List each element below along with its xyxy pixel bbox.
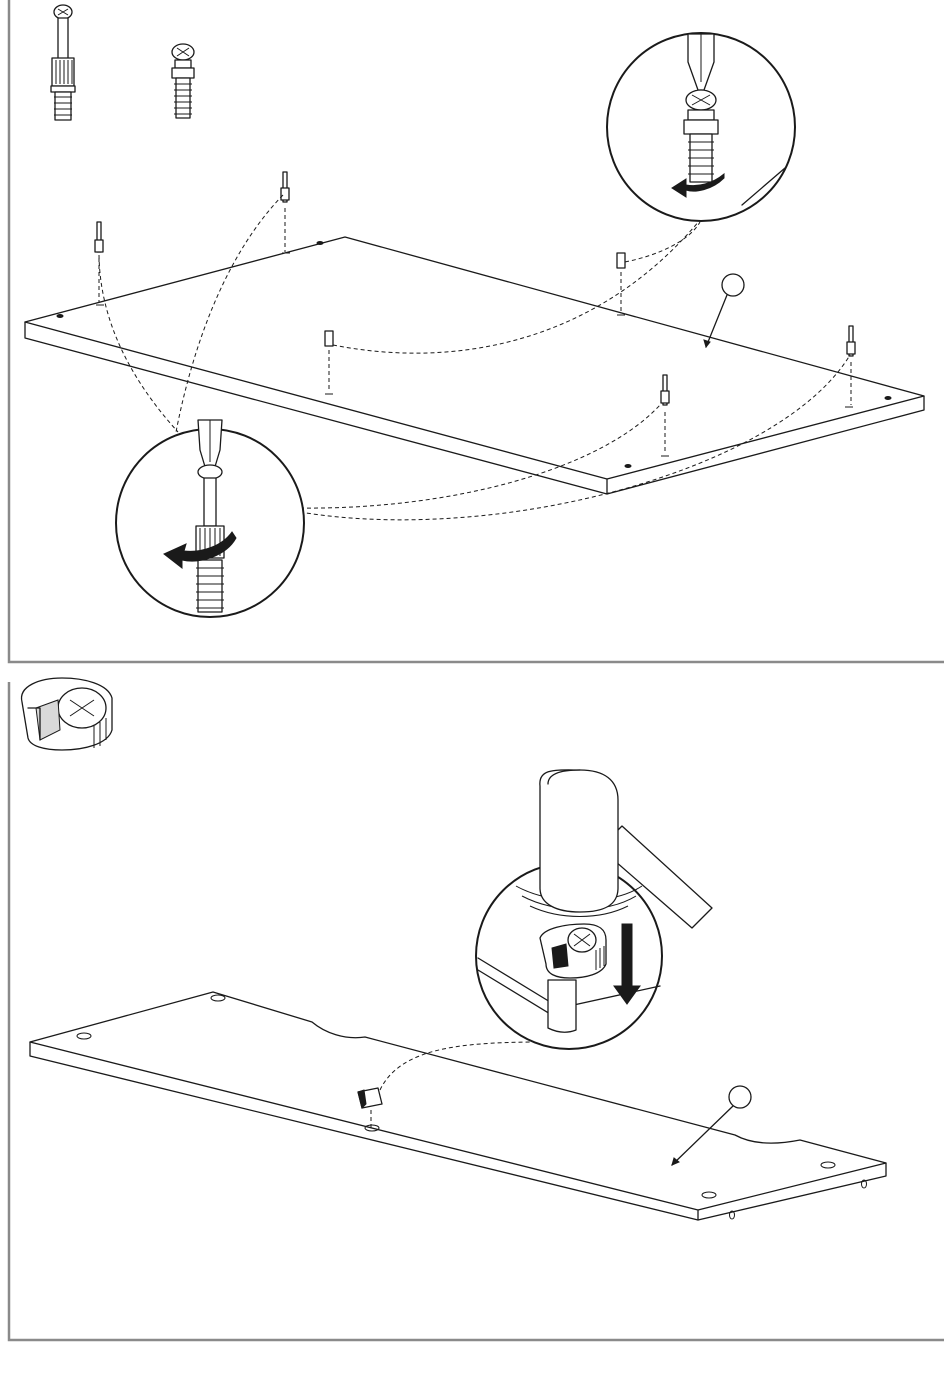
dowel-placement-c: [617, 253, 625, 313]
cam-bolt-part-icon: [51, 5, 75, 120]
cam-bolt-placement-b: [281, 172, 289, 252]
panel-board-long: [30, 992, 886, 1220]
cam-lock-part-icon: [22, 678, 112, 750]
part-callout-circle-icon: [704, 274, 744, 347]
step-panel-cam-locks: [0, 668, 950, 1378]
step-1-illustration: [0, 0, 950, 668]
step-2-illustration: [0, 668, 950, 1378]
detail-cam-bolt-screwdriver: [116, 420, 304, 617]
detail-dowel-screwdriver: [607, 33, 795, 221]
leader-line: [625, 222, 700, 262]
step-panel-cam-bolts: [0, 0, 950, 668]
dowel-bolt-part-icon: [172, 44, 194, 118]
